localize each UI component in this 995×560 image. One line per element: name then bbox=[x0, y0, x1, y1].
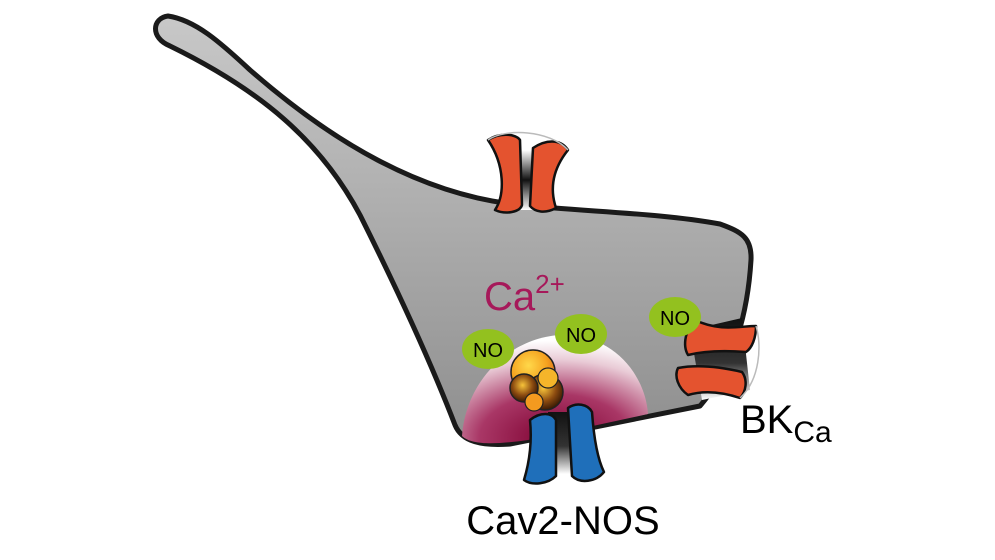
svg-text:NO: NO bbox=[566, 325, 596, 347]
no-molecule-1: NO bbox=[462, 329, 514, 369]
neuron-cell-body bbox=[153, 13, 754, 447]
no-molecule-3: NO bbox=[649, 297, 701, 337]
cav2-nos-label: Cav2-NOS bbox=[466, 499, 659, 543]
top-ion-channel bbox=[486, 131, 570, 214]
svg-text:NO: NO bbox=[660, 308, 690, 330]
nos-enzyme bbox=[509, 349, 564, 412]
calcium-ion-label: Ca2+ bbox=[484, 269, 565, 319]
bk-channel bbox=[675, 318, 760, 400]
bk-channel-label: BKCa bbox=[740, 398, 832, 449]
cav2-channel bbox=[522, 403, 606, 485]
svg-text:NO: NO bbox=[473, 340, 503, 362]
no-molecule-2: NO bbox=[555, 314, 607, 354]
